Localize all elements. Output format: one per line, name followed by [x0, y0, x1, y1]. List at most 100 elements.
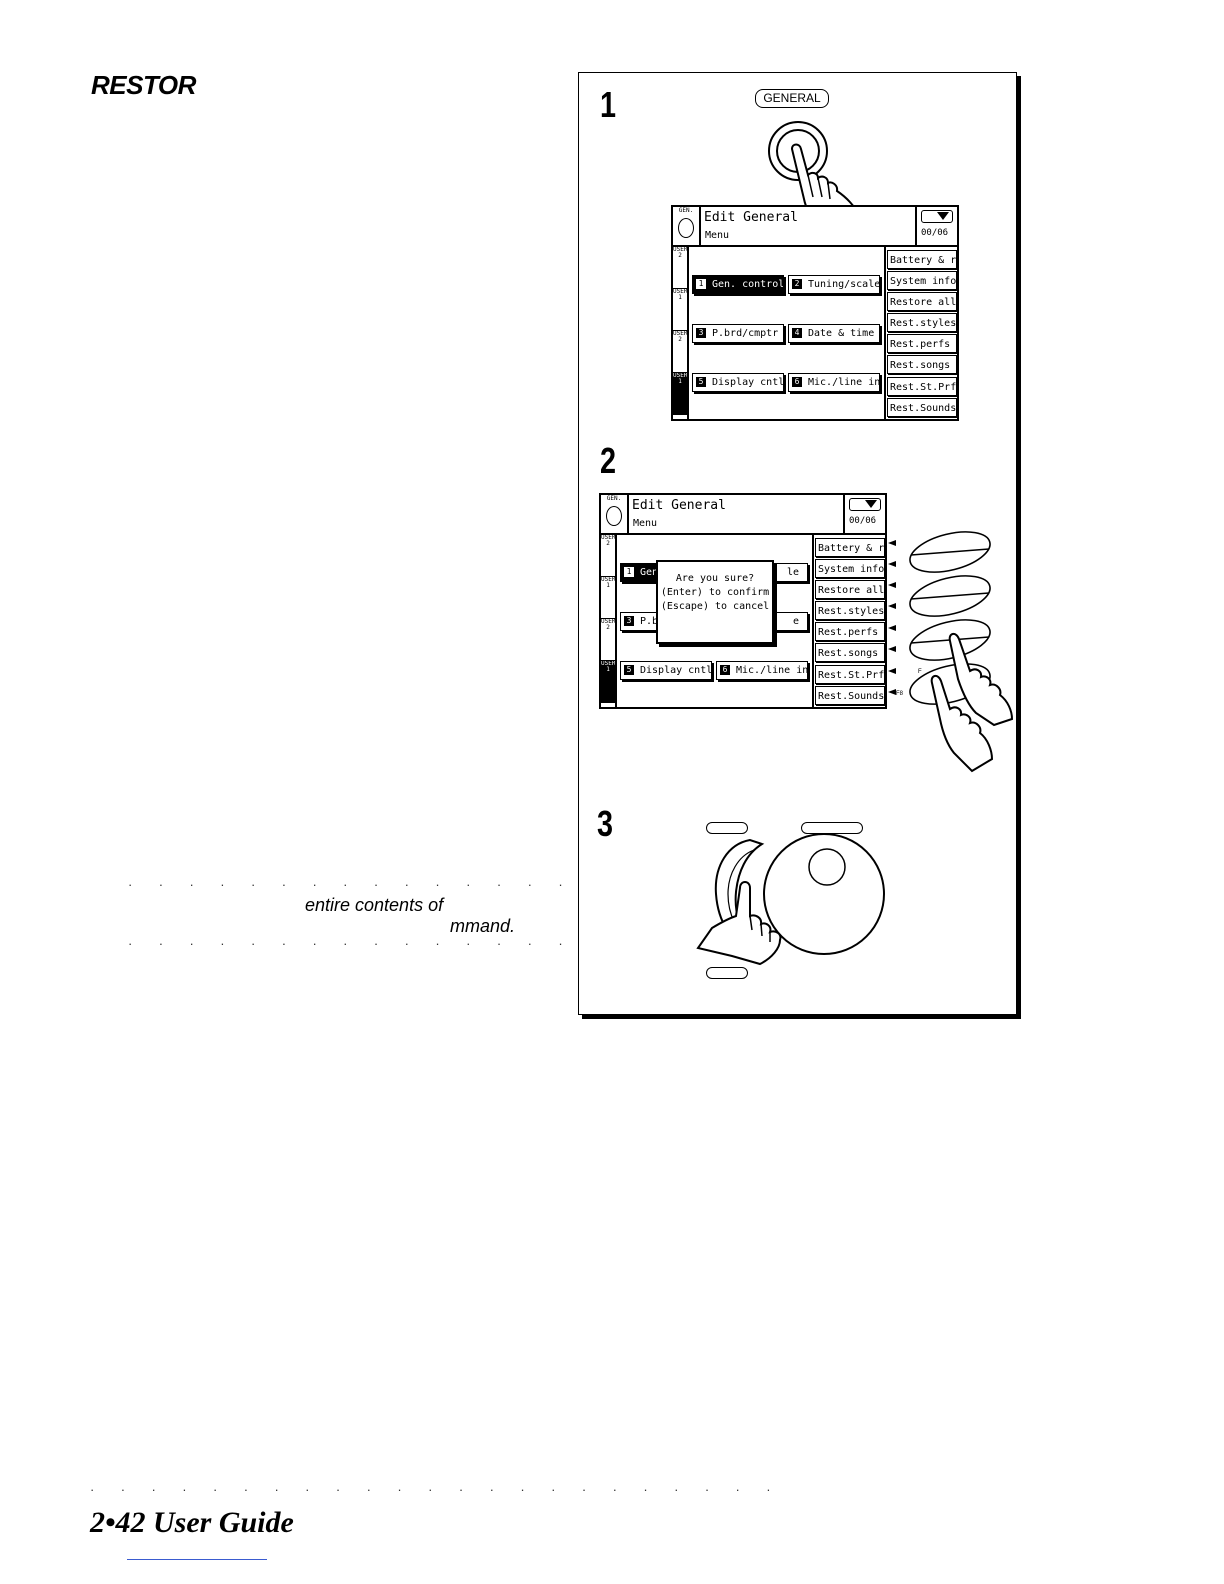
function-button-f1-f2 — [909, 531, 991, 573]
pointing-hand-3 — [930, 675, 994, 773]
function-button-f7-f8 — [909, 663, 991, 705]
confirm-dialog: Are you sure? (Enter) to confirm (Escape… — [656, 560, 774, 644]
arrow-icon-1 — [888, 540, 896, 546]
side-button-rest-perfs[interactable]: Rest.perfs — [815, 622, 885, 641]
display-subtitle: Menu — [633, 518, 658, 529]
menu-label: Gen. controls — [712, 279, 784, 290]
display-header — [699, 207, 915, 247]
tab-user-2[interactable]: USER 2 — [601, 535, 615, 577]
side-button-system-info[interactable]: System info — [887, 271, 957, 290]
pointing-hand-2 — [948, 633, 1014, 727]
side-button-rest-songs[interactable]: Rest.songs — [887, 355, 957, 374]
side-button-rest-styles[interactable]: Rest.styles — [815, 601, 885, 620]
menu-num: 1 — [624, 567, 634, 577]
dialog-escape-hint: (Escape) to cancel — [660, 601, 770, 612]
menu-num: 1 — [696, 279, 706, 289]
side-button-restore-all[interactable]: Restore all — [887, 292, 957, 311]
display-screen-step2: GEN. Edit General Menu 00/06 USER 2 USER… — [599, 493, 887, 709]
side-button-battery[interactable]: Battery & rel. — [887, 250, 957, 269]
tab-user-2[interactable]: USER 2 — [673, 247, 687, 289]
pointer-arrows — [888, 540, 896, 695]
page-number: 00/06 — [849, 516, 877, 526]
menu-label: Mic./line in — [808, 377, 880, 388]
display-subtitle: Menu — [705, 230, 730, 241]
menu-num: 5 — [696, 377, 706, 387]
footer-rule: · · · · · · · · · · · · · · · · · · · · … — [90, 1482, 783, 1497]
arrow-icon-6 — [888, 646, 896, 652]
gen-badge: GEN. — [601, 495, 629, 535]
menu-label: P.b — [640, 616, 659, 627]
display-screen-step1: GEN. Edit General Menu 00/06 USER 2 USER… — [671, 205, 959, 421]
fkey-label-f8: F8 — [896, 691, 904, 697]
data-dial — [763, 833, 885, 955]
note-line-2: mmand. — [450, 916, 516, 936]
gen-icon — [678, 218, 694, 238]
tab-user-1[interactable]: USER 1 — [673, 289, 687, 331]
menu-button-display-cntls[interactable]: 5 Display cntls — [620, 661, 712, 680]
gen-badge: GEN. — [673, 207, 701, 247]
arrow-icon-4 — [888, 603, 896, 609]
arrow-icon-3 — [888, 582, 896, 588]
arrow-icon-5 — [888, 625, 896, 631]
side-button-rest-styles[interactable]: Rest.styles — [887, 313, 957, 332]
step-number-3: 3 — [597, 803, 614, 844]
arrow-icon-8 — [888, 689, 896, 695]
tab-user-2b[interactable]: USER 2 — [673, 331, 687, 373]
gen-badge-label: GEN. — [678, 207, 694, 214]
page-indicator: 00/06 — [843, 495, 885, 535]
side-button-rest-perfs[interactable]: Rest.perfs — [887, 334, 957, 353]
menu-button-display-cntls[interactable]: 5 Display cntls — [692, 373, 784, 392]
user-tabs: USER 2 USER 1 USER 2 USER 1 — [601, 535, 617, 707]
side-button-battery[interactable]: Battery & rel. — [815, 538, 885, 557]
side-button-restore-all[interactable]: Restore all — [815, 580, 885, 599]
user-tabs: USER 2 USER 1 USER 2 USER 1 — [673, 247, 689, 419]
menu-label: Date & time — [808, 328, 875, 339]
enter-dial-illustration — [696, 833, 885, 966]
arrow-icon-7 — [888, 668, 896, 674]
tab-user-2b[interactable]: USER 2 — [601, 619, 615, 661]
side-button-rest-sounds[interactable]: Rest.Sounds — [815, 686, 885, 705]
menu-button-mic-line-in[interactable]: 6 Mic./line in — [788, 373, 880, 392]
menu-label: Display cntls — [712, 377, 784, 388]
side-button-rest-songs[interactable]: Rest.songs — [815, 643, 885, 662]
menu-label: le — [786, 567, 799, 578]
menu-label: Display cntls — [640, 665, 712, 676]
menu-num: 6 — [792, 377, 802, 387]
display-title: Edit General — [632, 498, 726, 513]
gen-icon — [606, 506, 622, 526]
menu-label: e — [792, 616, 799, 627]
page-down-arrow-icon[interactable] — [921, 210, 953, 223]
tab-user-1[interactable]: USER 1 — [601, 577, 615, 619]
tab-user-1b[interactable]: USER 1 — [673, 373, 687, 415]
menu-label: P.brd/cmptr — [712, 328, 779, 339]
menu-button-gen-controls[interactable]: 1 Gen. controls — [692, 275, 784, 294]
side-button-system-info[interactable]: System info — [815, 559, 885, 578]
menu-num: 5 — [624, 665, 634, 675]
side-button-rest-st-prfs[interactable]: Rest.St.Prfs — [887, 377, 957, 396]
side-button-rest-st-prfs[interactable]: Rest.St.Prfs — [815, 665, 885, 684]
menu-label: Gen — [640, 567, 659, 578]
page-number: 00/06 — [921, 228, 949, 238]
section-heading: RESTOR — [91, 70, 196, 100]
menu-label: Tuning/scale — [808, 279, 880, 290]
gen-badge-label: GEN. — [606, 495, 622, 502]
side-button-rest-sounds[interactable]: Rest.Sounds — [887, 398, 957, 417]
function-button-f3-f4 — [909, 575, 991, 617]
tab-user-1b[interactable]: USER 1 — [601, 661, 615, 703]
general-button-label: GENERAL — [755, 89, 829, 108]
dial-finger-dimple — [808, 848, 846, 886]
side-divider — [812, 535, 814, 707]
panel-button-top-left[interactable] — [706, 822, 748, 834]
panel-button-bottom[interactable] — [706, 967, 748, 979]
page-down-arrow-icon[interactable] — [849, 498, 881, 511]
panel-button-top-right[interactable] — [801, 822, 863, 834]
pointing-hand-4 — [696, 881, 782, 966]
menu-num: 3 — [624, 616, 634, 626]
function-buttons-illustration: F F8 — [888, 531, 1014, 773]
step-number-2: 2 — [600, 440, 617, 481]
dialog-question: Are you sure? — [675, 573, 755, 584]
